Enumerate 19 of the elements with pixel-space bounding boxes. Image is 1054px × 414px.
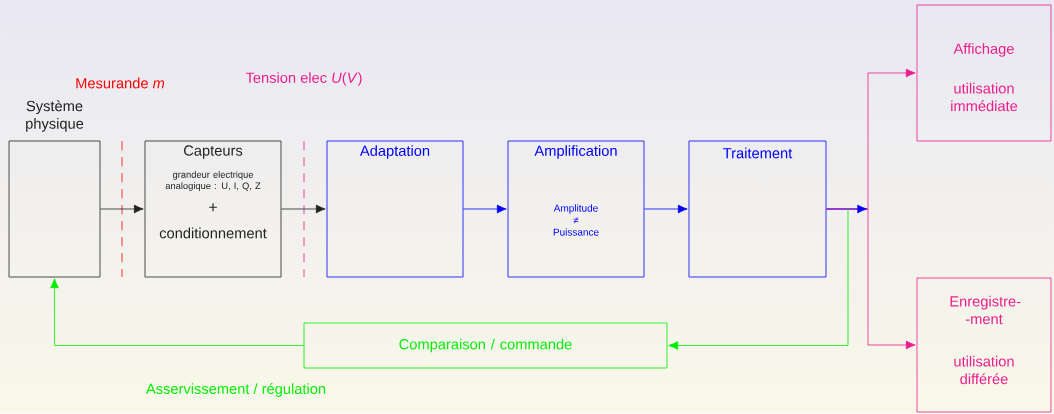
node-label: Système physique bbox=[26, 100, 84, 132]
annotation-text: Mesurande m bbox=[76, 77, 165, 89]
arrow bbox=[644, 204, 688, 214]
arrow bbox=[668, 208, 849, 350]
annotation-text: Tension elec U(V) bbox=[245, 72, 362, 86]
output-box: Affichage utilisation immédiate bbox=[916, 4, 1052, 142]
control-box: Comparaison / commande bbox=[303, 322, 668, 369]
arrow bbox=[100, 204, 144, 214]
output-box: Enregistre- -ment utilisation différée bbox=[916, 277, 1052, 413]
sensor-box: Capteurs grandeur electrique analogique : U, I, Q, Z + conditionnement bbox=[144, 140, 282, 278]
arrow bbox=[50, 278, 304, 346]
process-box: Adaptation bbox=[326, 140, 464, 278]
arrow bbox=[826, 204, 867, 214]
arrow bbox=[463, 204, 507, 214]
annotation-text: Asservissement / régulation bbox=[145, 383, 326, 397]
system-box: Système physique bbox=[8, 100, 101, 278]
process-box: Amplification Amplitude ≠ Puissance bbox=[507, 140, 645, 278]
process-box: Traitement bbox=[688, 140, 827, 278]
arrow bbox=[281, 204, 326, 214]
